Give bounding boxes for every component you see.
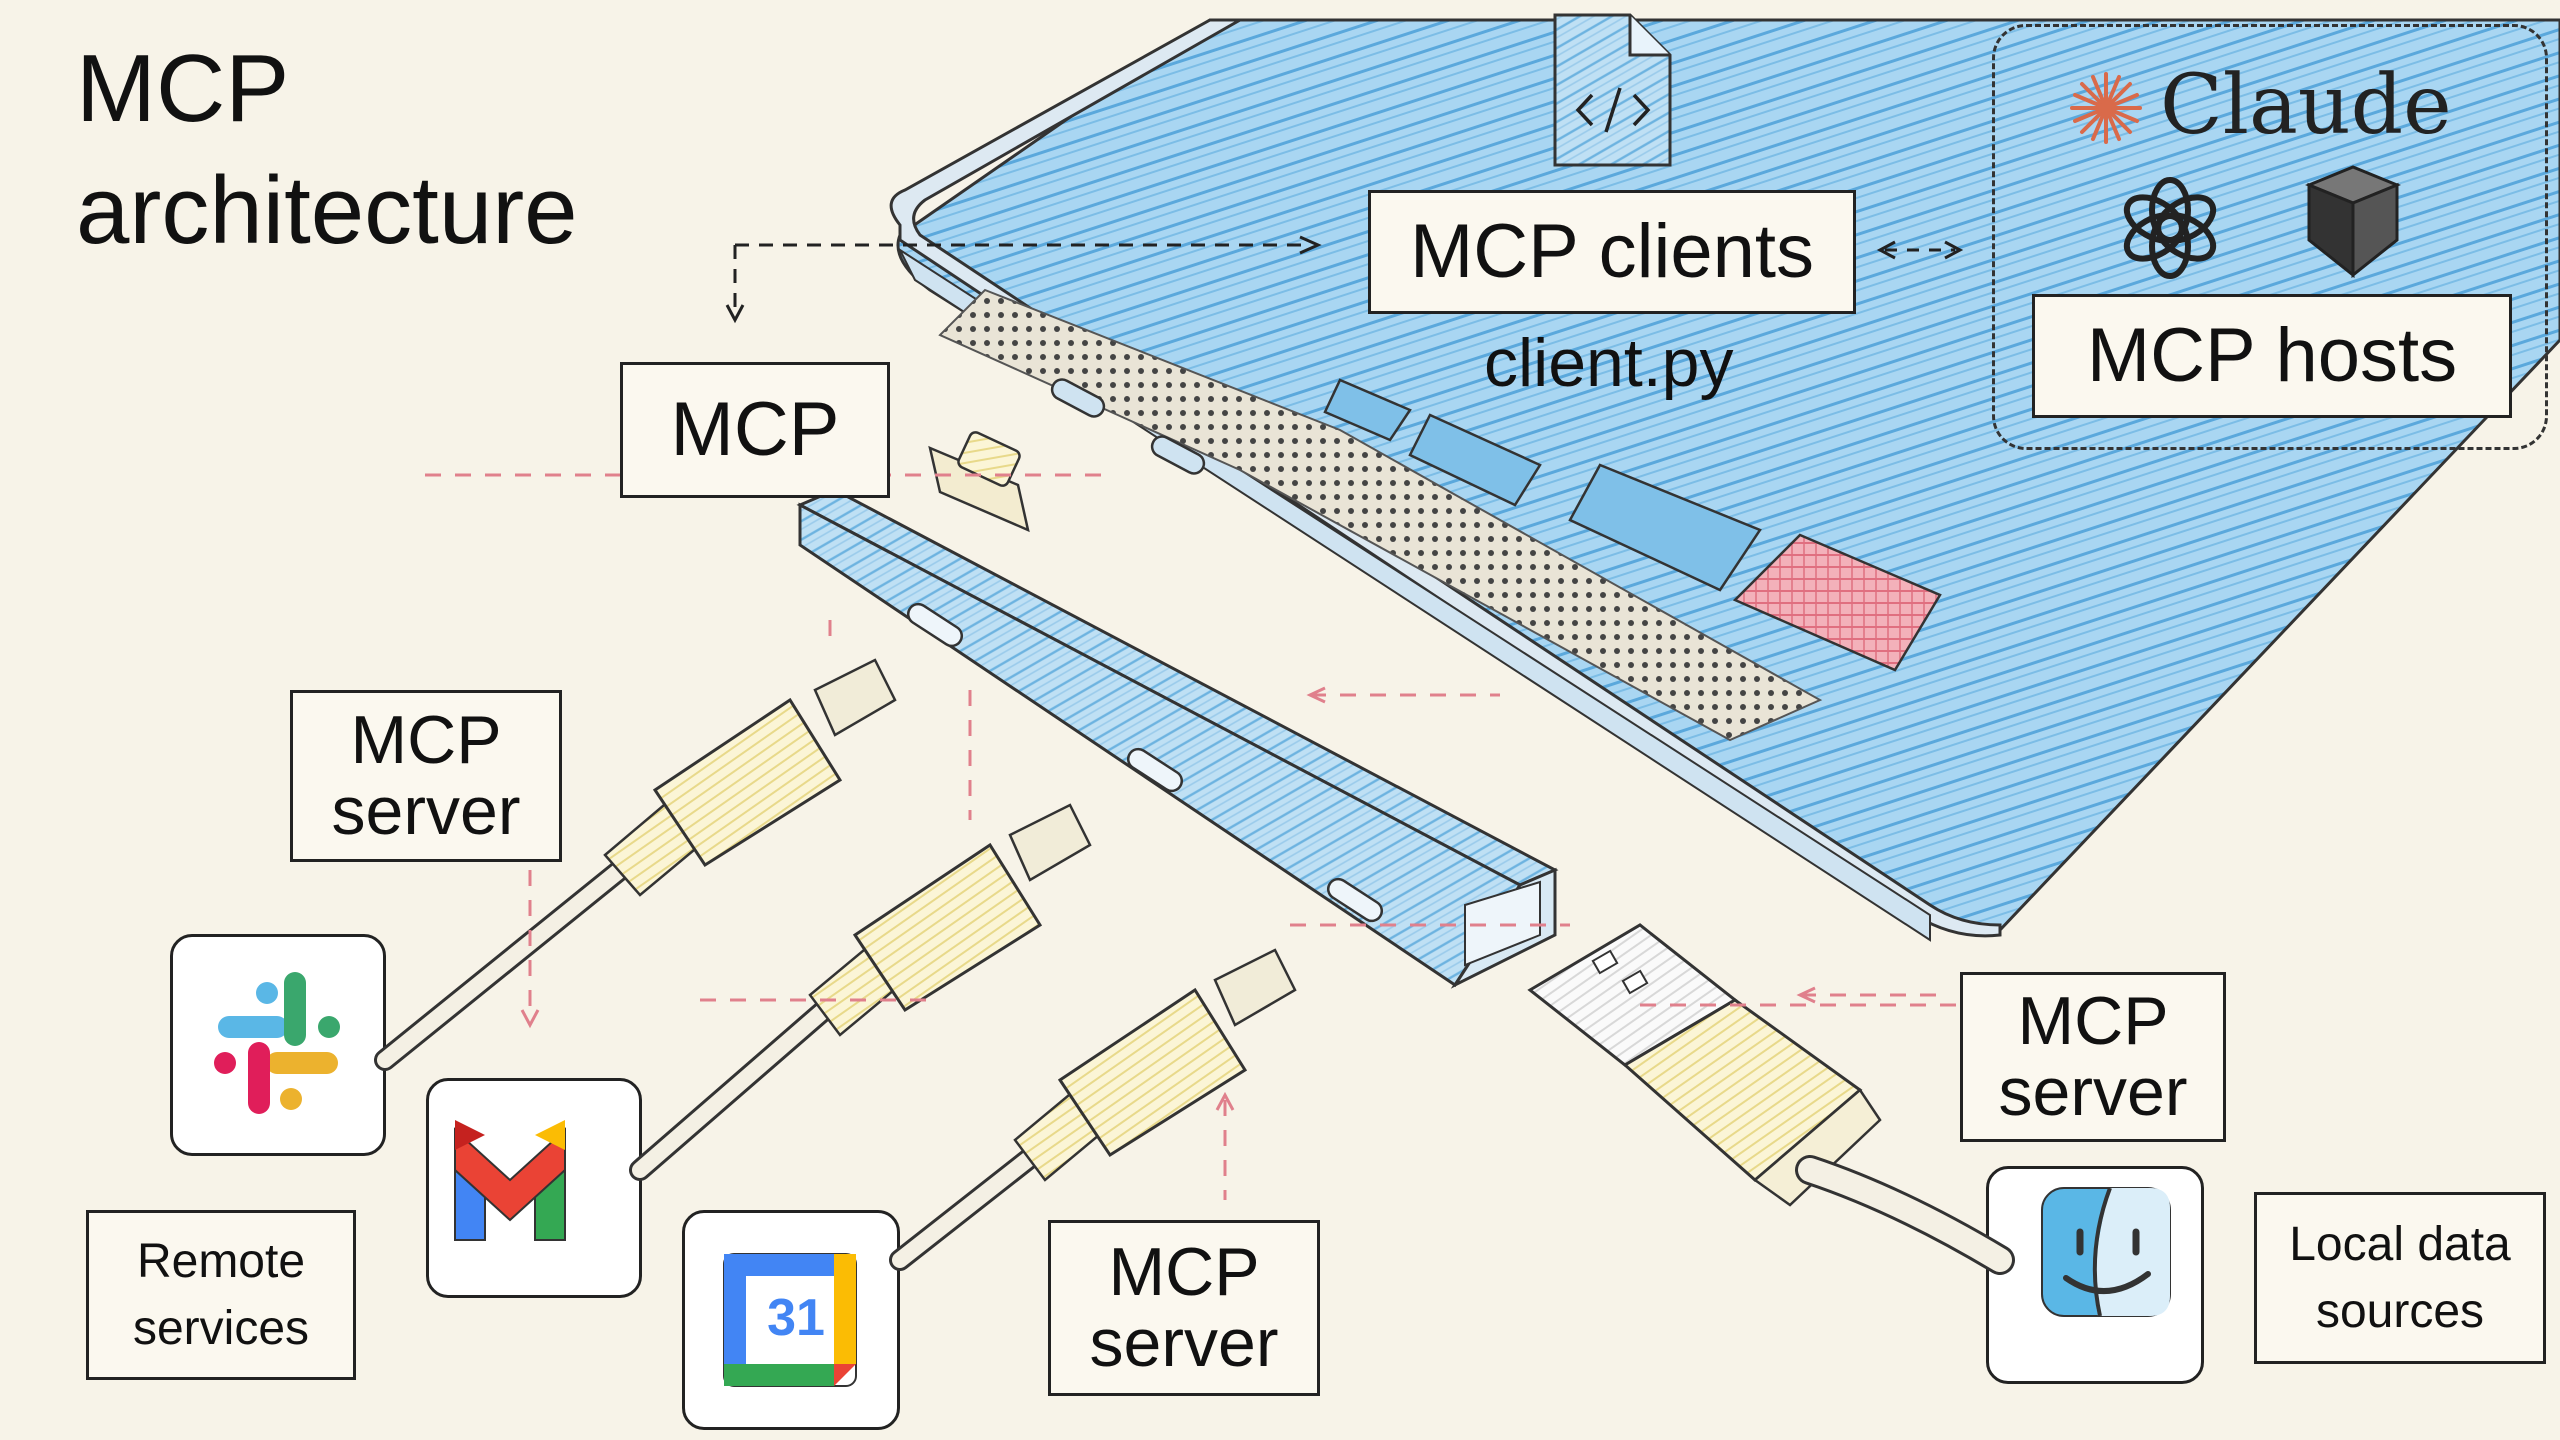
- claude-sunburst-icon: [2070, 72, 2142, 144]
- usb-a-connector: [1527, 923, 2015, 1275]
- mcp-clients-label: MCP clients: [1368, 190, 1856, 314]
- remote-services-label: Remote services: [86, 1210, 356, 1380]
- hosts-group: [1992, 24, 2548, 450]
- calendar-day-number: 31: [767, 1289, 825, 1347]
- server-2-line-2: server: [1089, 1305, 1279, 1381]
- speaker-grille: [938, 288, 1823, 742]
- local-line-1: Local data: [2289, 1217, 2511, 1271]
- local-line-2: sources: [2315, 1285, 2485, 1338]
- mcp-server-label-1: MCP server: [290, 690, 562, 862]
- slack-icon: [214, 972, 340, 1114]
- local-data-sources-label: Local data sources: [2254, 1192, 2546, 1364]
- cable-calendar: [889, 948, 1297, 1271]
- claude-wordmark: Claude: [2160, 58, 2452, 153]
- slack-tile: [170, 934, 386, 1156]
- cable-gmail: [629, 803, 1092, 1181]
- gmail-icon: [454, 1120, 566, 1241]
- title-line-2: architecture: [76, 156, 578, 264]
- server-1-line-2: server: [331, 773, 521, 849]
- server-3-line-1: MCP: [2017, 982, 2169, 1059]
- server-3-line-2: server: [1998, 1054, 2188, 1130]
- server-1-line-1: MCP: [350, 701, 502, 778]
- title-line-1: MCP: [76, 35, 290, 142]
- mcp-label: MCP: [620, 362, 890, 498]
- client-file-label: client.py: [1484, 325, 1734, 401]
- server-2-line-1: MCP: [1108, 1233, 1260, 1310]
- mcp-server-label-3: MCP server: [1960, 972, 2226, 1142]
- mcp-hosts-text: MCP hosts: [2086, 313, 2458, 399]
- mcp-text: MCP: [670, 387, 840, 473]
- mcp-server-label-2: MCP server: [1048, 1220, 1320, 1396]
- mcp-clients-text: MCP clients: [1409, 209, 1815, 295]
- google-calendar-icon: [723, 1253, 857, 1387]
- openai-knot-icon: [2123, 177, 2217, 279]
- laptop-ports: [1050, 378, 1206, 475]
- finder-icon: [2041, 1187, 2171, 1317]
- cable-slack: [374, 658, 897, 1071]
- mcp-hub-adapter: [796, 431, 1559, 989]
- code-file-icon: [1553, 13, 1672, 167]
- diagram-title: MCP architecture: [76, 28, 578, 272]
- remote-line-2: services: [132, 1302, 310, 1355]
- remote-line-1: Remote: [136, 1234, 306, 1288]
- mcp-hosts-label: MCP hosts: [2032, 294, 2512, 418]
- laptop-lid-edge: [889, 18, 2002, 938]
- laptop-keys: [1323, 378, 1942, 672]
- cube-prism-icon: [2305, 165, 2401, 279]
